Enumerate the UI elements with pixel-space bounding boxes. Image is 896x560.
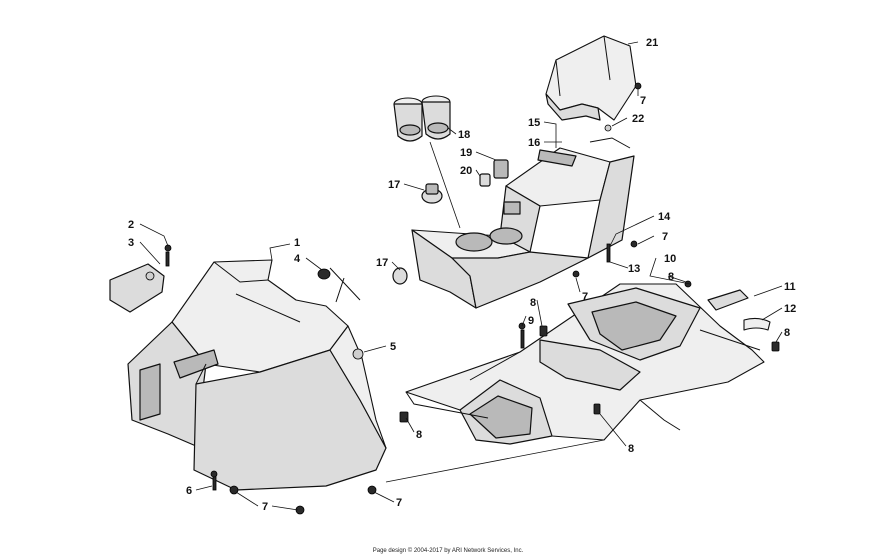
callout-17: 17 [388,179,400,191]
center-console-part [411,137,635,309]
callout-1: 1 [294,237,300,249]
power-outlet-part [392,183,443,285]
callout-8b: 8 [530,297,536,309]
leader-lines [139,41,783,511]
callout-7: 7 [640,95,646,107]
callout-12: 12 [784,303,796,315]
callout-7b: 7 [662,231,668,243]
callout-8: 8 [668,271,674,283]
callout-3: 3 [128,237,134,249]
callout-6: 6 [186,485,192,497]
callout-14: 13 [628,263,640,275]
callout-labels: 21 7 22 18 15 16 19 20 17 17 14 7 13 10 … [128,37,796,513]
callout-9: 9 [528,315,534,327]
callout-5: 5 [390,341,396,353]
cup-holder-part [393,95,451,142]
callout-11: 11 [784,281,796,293]
bracket-part [707,289,771,331]
callout-15: 15 [528,117,540,129]
callout-4: 4 [294,253,301,265]
callout-10: 10 [664,253,676,265]
callout-7d: 7 [262,501,268,513]
callout-8e: 8 [628,443,634,455]
switch-part [479,159,509,187]
callout-8d: 8 [416,429,422,441]
callout-8c: 8 [784,327,790,339]
callout-19: 19 [460,147,472,159]
callout-2: 2 [128,219,134,231]
callout-22: 22 [632,113,644,125]
floor-pan-part [405,283,765,445]
callout-13: 14 [658,211,671,223]
callout-17b: 17 [376,257,388,269]
callout-21: 21 [646,37,658,49]
callout-7c: 7 [582,291,588,303]
callout-20: 20 [460,165,472,177]
copyright-footer: Page design © 2004-2017 by ARI Network S… [372,548,524,554]
fastener-group [164,82,780,515]
callout-18: 18 [458,129,470,141]
front-dash-part [109,259,387,491]
callout-7e: 7 [396,497,402,509]
console-cover-part [545,35,637,121]
callout-16: 16 [528,137,540,149]
